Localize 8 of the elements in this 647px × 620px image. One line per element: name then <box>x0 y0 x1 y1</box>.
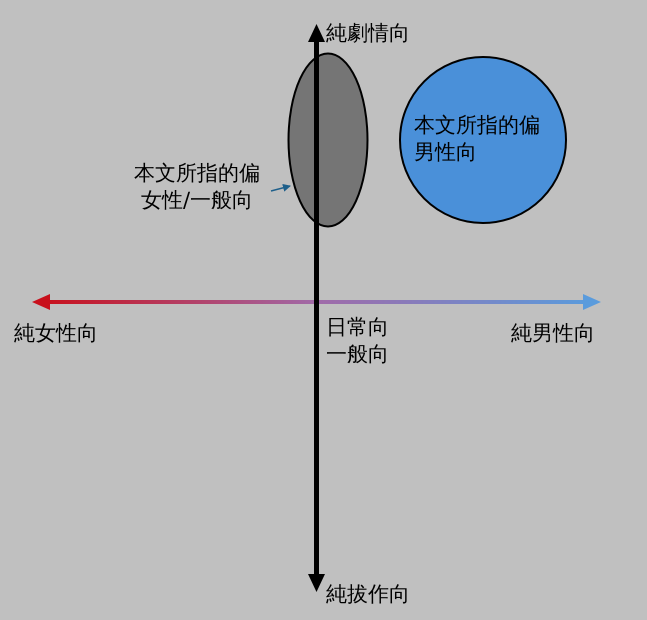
arrow <box>270 184 291 192</box>
axis-label: 純劇情向 <box>326 20 411 47</box>
axis-label: 純拔作向 <box>326 581 411 608</box>
axis-label: 純男性向 <box>511 320 596 347</box>
axis-label: 日常向一般向 <box>326 314 390 368</box>
axis-label: 純女性向 <box>14 320 99 347</box>
circle-label: 本文所指的偏男性向 <box>414 112 541 166</box>
callout-text: 本文所指的偏女性/一般向 <box>133 160 261 214</box>
